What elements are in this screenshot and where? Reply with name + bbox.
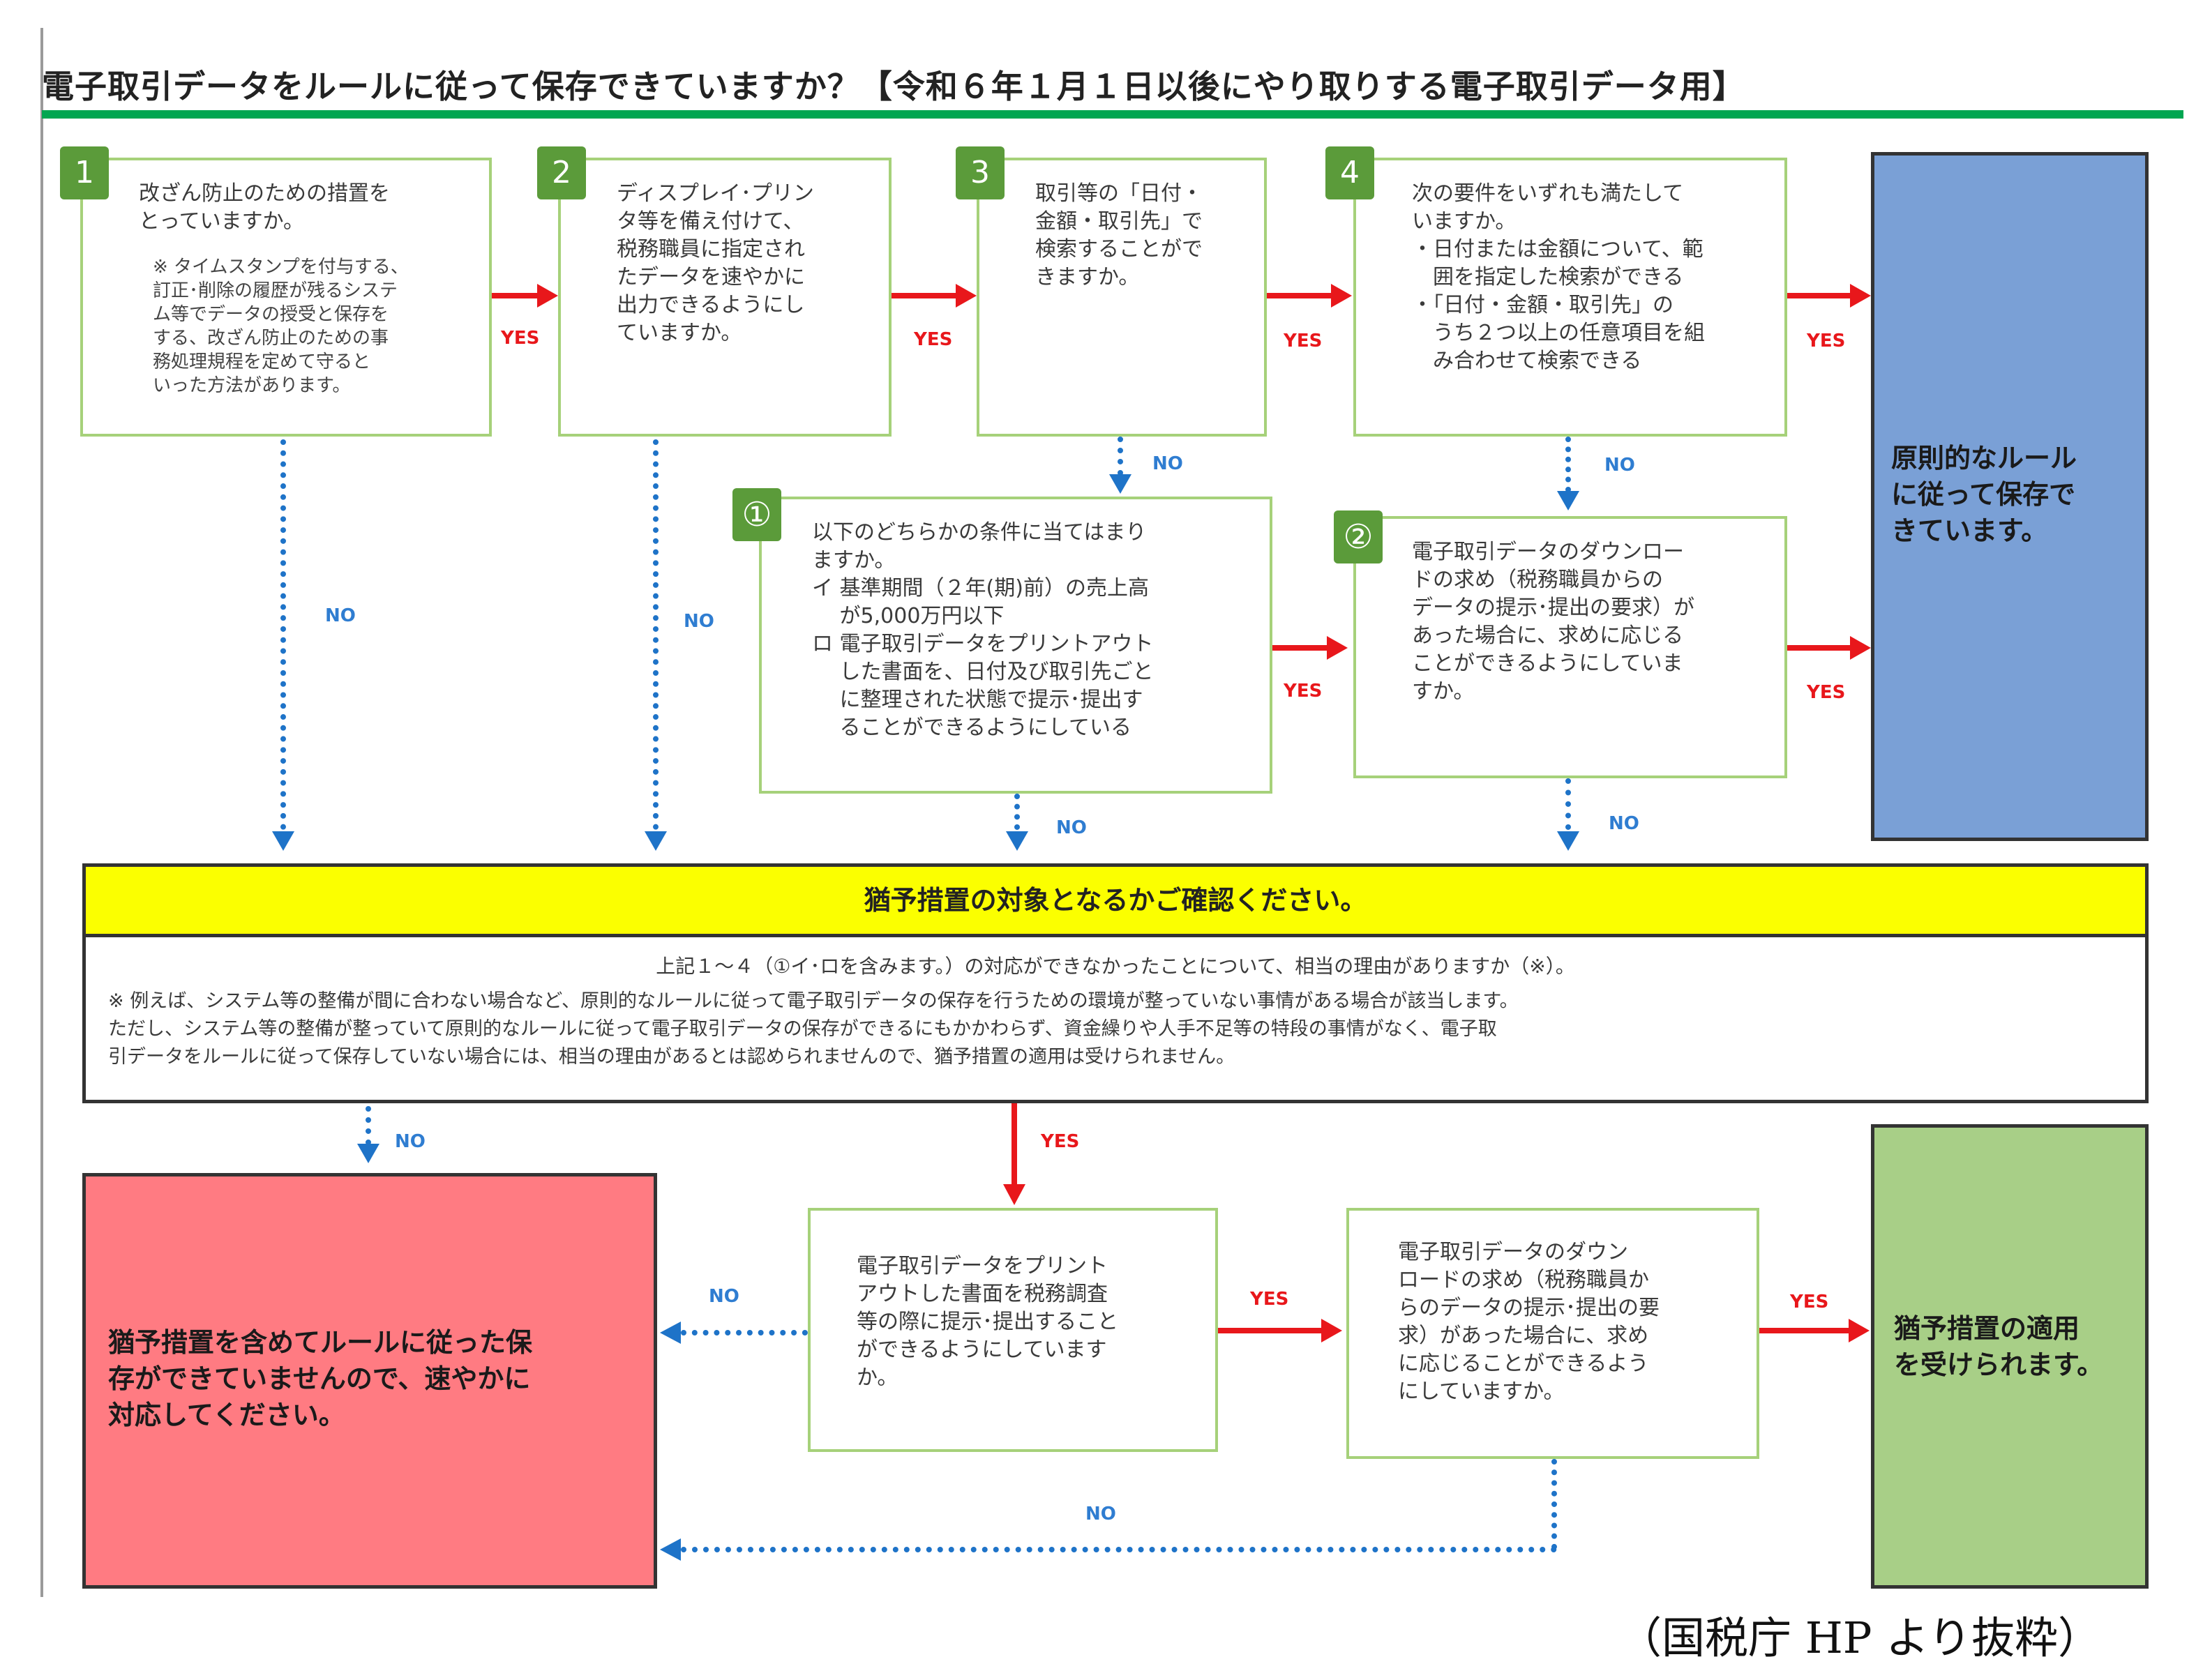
result-ng-text: 猶予措置を含めてルールに従った保 存ができていませんので、速やかに 対応してくだ… [108,1327,533,1430]
grace-note: ※ 例えば、システム等の整備が間に合わない場合など、原則的なルールに従って電子取… [108,990,1519,1068]
left-border-line [40,28,43,1597]
grace-question: 上記１～４（①イ･ロを含みます。）の対応ができなかったことについて、相当の理由が… [656,955,1575,978]
arrow-no-c1 [1014,794,1020,830]
label-no-4: NO [1604,455,1635,476]
arrow-no-1 [280,439,286,830]
step-1-box: 改ざん防止のための措置を とっていますか。 ※ タイムスタンプを付与する、 訂正… [80,158,492,437]
arrowhead-yes-grace [1003,1184,1025,1205]
step-4-box: 次の要件をいずれも満たして いますか。 ・日付または金額について、範 囲を指定し… [1353,158,1787,437]
arrow-no-print [681,1330,808,1335]
arrow-yes-3-4 [1267,293,1334,298]
step-1-badge: 1 [60,146,109,199]
step-3-box: 取引等の「日付・ 金額・取引先」で 検索することがで きますか。 [977,158,1267,437]
arrow-yes-c2-ok [1787,645,1853,651]
arrow-no-3 [1118,437,1123,476]
arrow-no-download-h [681,1547,1557,1552]
label-yes-download: YES [1790,1292,1829,1312]
arrowhead-no-grace [357,1144,379,1163]
arrowhead-no-download [660,1538,681,1561]
arrowhead-no-2 [645,831,667,851]
arrowhead-yes-print [1321,1319,1342,1342]
arrow-yes-4-ok [1787,293,1853,298]
grace-note-box: 上記１～４（①イ･ロを含みます。）の対応ができなかったことについて、相当の理由が… [82,937,2149,1103]
arrowhead-no-c1 [1006,831,1028,851]
step-circle-1-text: 以下のどちらかの条件に当てはまり ますか。 イ 基準期間（２年(期)前）の売上高… [812,520,1154,740]
arrow-no-4 [1565,437,1571,492]
step-2-box: ディスプレイ･プリン タ等を備え付けて、 税務職員に指定され たデータを速やかに… [558,158,892,437]
title-underline [42,110,2183,119]
result-ng-box: 猶予措置を含めてルールに従った保 存ができていませんので、速やかに 対応してくだ… [82,1173,657,1589]
arrow-yes-2-3 [892,293,958,298]
step-2-text: ディスプレイ･プリン タ等を備え付けて、 税務職員に指定され たデータを速やかに… [617,181,814,345]
result-ok-text: 原則的なルール に従って保存で きています。 [1891,443,2077,546]
arrowhead-yes-2-3 [956,284,977,308]
arrowhead-yes-download [1849,1319,1870,1342]
label-yes-3-4: YES [1284,331,1323,351]
page-title: 電子取引データをルールに従って保存できていますか？【令和６年１月１日以後にやり取… [42,68,1745,105]
step-circle-1-badge: ① [732,488,781,541]
step-circle-2-badge: ② [1334,510,1383,563]
step-2-badge: 2 [537,146,586,199]
arrowhead-yes-c1-c2 [1327,636,1348,660]
arrowhead-yes-3-4 [1331,284,1352,308]
label-no-c2: NO [1609,813,1639,834]
result-ok-box: 原則的なルール に従って保存で きています。 [1871,152,2149,841]
label-no-grace: NO [395,1131,426,1152]
step-1-note: ※ タイムスタンプを付与する、 訂正･削除の履歴が残るシステ ム等でデータの授受… [153,257,409,396]
print-box: 電子取引データをプリント アウトした書面を税務調査 等の際に提示･提出すること … [808,1208,1218,1452]
download-box-text: 電子取引データのダウン ロードの求め（税務職員か らのデータの提示･提出の要 求… [1398,1240,1660,1404]
arrow-no-2 [653,439,659,830]
download-box: 電子取引データのダウン ロードの求め（税務職員か らのデータの提示･提出の要 求… [1346,1208,1759,1459]
step-circle-2-text: 電子取引データのダウンロー ドの求め（税務職員からの データの提示･提出の要求）… [1412,540,1694,704]
source-credit: （国税庁 HP より抜粋） [1618,1612,2101,1663]
arrow-yes-c1-c2 [1272,645,1330,651]
result-grace-text: 猶予措置の適用 を受けられます。 [1894,1313,2104,1380]
step-3-text: 取引等の「日付・ 金額・取引先」で 検索することがで きますか。 [1035,181,1203,289]
arrow-yes-grace [1011,1103,1017,1187]
arrowhead-no-1 [272,831,294,851]
label-yes-4-ok: YES [1807,331,1846,351]
step-1-text: 改ざん防止のための措置を とっていますか。 [139,181,390,234]
arrowhead-yes-1-2 [537,284,558,308]
arrowhead-no-3 [1109,474,1131,494]
label-no-2: NO [684,611,714,632]
grace-banner: 猶予措置の対象となるかご確認ください。 [82,863,2149,937]
label-no-print: NO [709,1286,739,1307]
label-yes-print: YES [1250,1289,1289,1310]
arrowhead-no-4 [1557,491,1579,510]
arrow-yes-download [1759,1328,1850,1333]
arrow-no-grace [366,1106,371,1145]
result-grace-box: 猶予措置の適用 を受けられます。 [1871,1124,2149,1589]
step-3-badge: 3 [956,146,1005,199]
arrow-yes-1-2 [492,293,541,298]
label-no-download: NO [1085,1504,1116,1524]
arrowhead-yes-c2-ok [1850,636,1871,660]
label-no-c1: NO [1056,817,1087,838]
label-yes-2-3: YES [914,329,953,350]
arrow-no-download-v [1551,1459,1557,1550]
arrow-no-c2 [1565,778,1571,830]
label-yes-c1-c2: YES [1284,681,1323,702]
step-4-text: 次の要件をいずれも満たして いますか。 ・日付または金額について、範 囲を指定し… [1412,181,1705,373]
label-no-3: NO [1152,453,1183,474]
label-yes-c2-ok: YES [1807,682,1846,703]
print-box-text: 電子取引データをプリント アウトした書面を税務調査 等の際に提示･提出すること … [857,1254,1118,1390]
arrow-yes-print [1218,1328,1323,1333]
label-no-1: NO [325,605,356,626]
label-yes-1-2: YES [501,328,540,349]
step-4-badge: 4 [1325,146,1374,199]
arrowhead-no-print [660,1322,681,1344]
label-yes-grace: YES [1041,1131,1080,1152]
step-circle-1-box: 以下のどちらかの条件に当てはまり ますか。 イ 基準期間（２年(期)前）の売上高… [759,497,1272,794]
arrowhead-yes-4-ok [1850,284,1871,308]
arrowhead-no-c2 [1557,831,1579,851]
step-circle-2-box: 電子取引データのダウンロー ドの求め（税務職員からの データの提示･提出の要求）… [1353,516,1787,778]
